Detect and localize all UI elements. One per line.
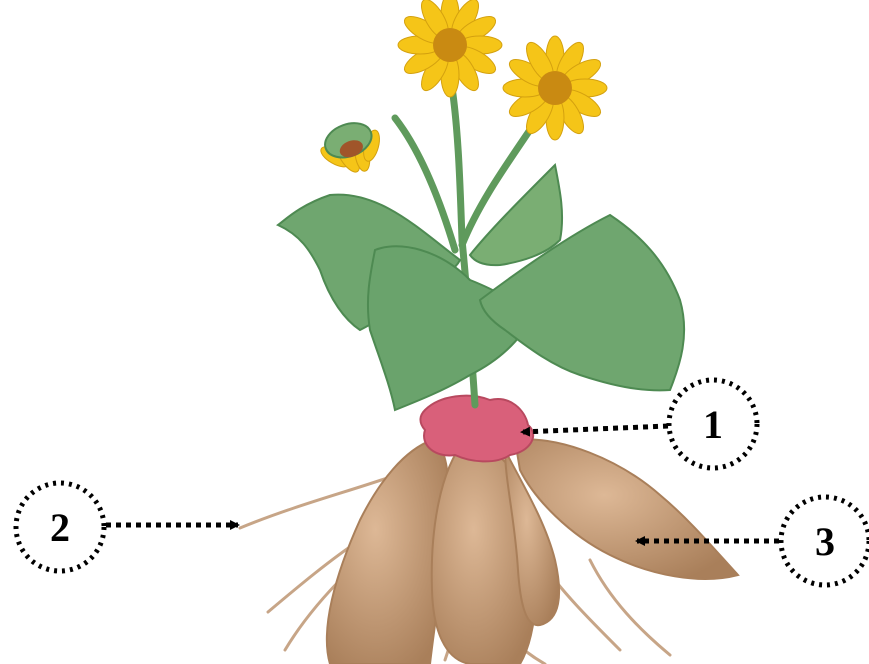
callout-2: 2 — [16, 483, 238, 571]
callout-2-label: 2 — [50, 505, 70, 550]
callout-3-label: 3 — [815, 519, 835, 564]
tubers — [327, 439, 738, 664]
arrow-icon — [522, 426, 668, 432]
flower-bud-icon — [311, 113, 393, 185]
flower-icon — [398, 0, 502, 97]
callout-1-label: 1 — [703, 402, 723, 447]
leaf-upper-right — [470, 165, 562, 265]
flower-icon — [503, 36, 607, 140]
